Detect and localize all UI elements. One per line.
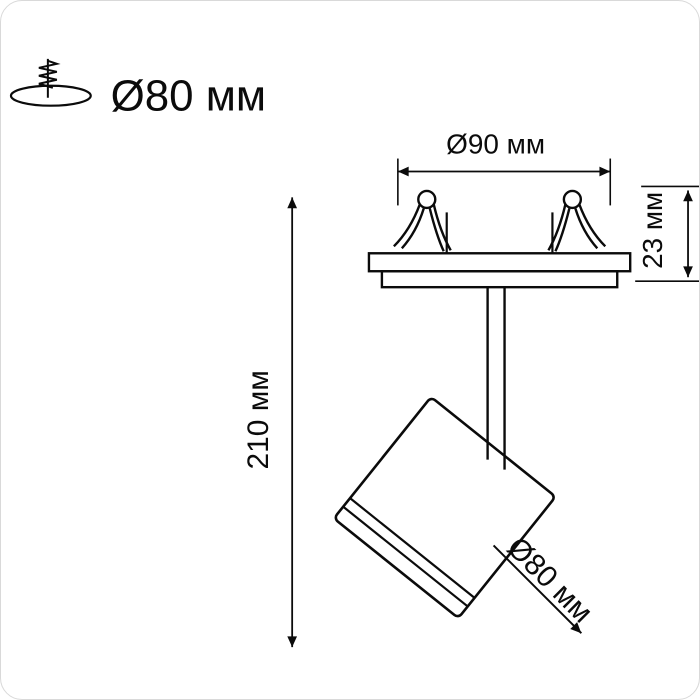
overall-height-label: 210 мм xyxy=(242,370,275,469)
spring-clip-left xyxy=(393,189,452,252)
clip-arm-inner-inner-edge xyxy=(554,208,571,252)
trim-flange-outer xyxy=(367,252,632,273)
lamp-head-body xyxy=(334,397,555,618)
clip-arm-outer-inner-edge xyxy=(400,208,425,250)
clip-arm-outer xyxy=(578,203,607,248)
overall-height-dimension: 210 мм xyxy=(242,197,298,648)
lamp-head xyxy=(334,397,555,618)
trim-ring xyxy=(367,252,632,289)
head-diameter-dimension: Ø80 мм xyxy=(492,531,599,634)
lamp-head-rim-line-2 xyxy=(342,505,469,608)
head-diameter-leader-line xyxy=(492,544,583,634)
clip-arm-outer xyxy=(393,203,421,248)
clip-arm-inner-inner-edge xyxy=(428,208,445,252)
clip-arm-outer-inner-edge xyxy=(574,208,599,250)
trim-diameter-dimension: Ø90 мм xyxy=(397,129,612,206)
cutout-diameter-label: Ø80 мм xyxy=(111,72,266,121)
trim-diameter-label: Ø90 мм xyxy=(446,129,545,160)
clip-pivot-circle xyxy=(417,189,437,210)
trim-flange-inner xyxy=(380,270,619,289)
recess-depth-label: 23 мм xyxy=(637,192,668,269)
cutout-hole-icon xyxy=(9,58,92,107)
clip-pivot-circle xyxy=(562,189,583,210)
cutout-ellipse xyxy=(9,84,92,107)
lamp-head-rim-line-1 xyxy=(349,497,476,599)
head-diameter-label: Ø80 мм xyxy=(501,531,599,629)
recess-depth-dimension: 23 мм xyxy=(635,185,699,282)
screw-thread-zigzag xyxy=(38,59,61,89)
clip-arm-inner xyxy=(547,204,567,251)
spring-clip-right xyxy=(547,189,607,252)
clip-arm-inner xyxy=(432,204,452,251)
stem xyxy=(486,287,506,470)
